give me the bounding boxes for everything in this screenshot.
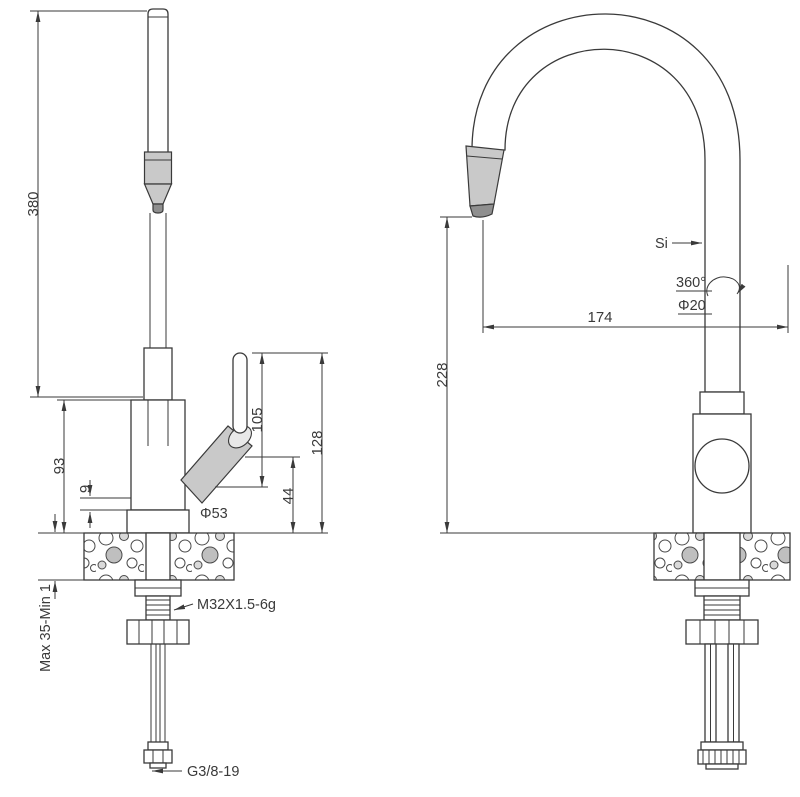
- inlet-tip: [149, 762, 167, 769]
- rotation-label: 360°: [676, 275, 706, 291]
- main-body: [130, 399, 186, 511]
- spout-column: [147, 8, 169, 348]
- spray-head-taper: [143, 183, 173, 205]
- shank-through-deck-side: [703, 532, 741, 581]
- spray-head-grip: [143, 151, 173, 185]
- under-counter-side: [685, 579, 759, 770]
- spout-diameter-label: Φ20: [678, 298, 706, 314]
- spray-nozzle-side: [469, 203, 495, 218]
- handle: [180, 352, 253, 504]
- dimensions-front: 380 93 9 Max 35-Min 1 105 44: [25, 10, 328, 780]
- shank-thread-label: M32X1.5-6g: [197, 597, 276, 613]
- inlet-hex-nut: [143, 749, 173, 764]
- spout-tube: [147, 8, 169, 152]
- mounting-nut-side: [685, 619, 759, 645]
- dim-spout-reach-label: 174: [587, 309, 612, 326]
- dim-body-height-label: 93: [51, 458, 68, 475]
- spray-head-grip-side: [465, 145, 505, 207]
- dim-joint-to-deck-label: 44: [280, 488, 297, 505]
- neck-collar-side: [699, 391, 745, 415]
- dim-base-step-label: 9: [77, 485, 94, 493]
- dimensions-side: 228 174 Si 360° Φ20: [434, 216, 789, 534]
- gooseneck-spout: [471, 13, 741, 393]
- inlet-collar-side: [700, 741, 744, 751]
- inlet-collar: [147, 741, 169, 751]
- front-view: 380 93 9 Max 35-Min 1 105 44: [25, 8, 328, 780]
- inlet-tip-side: [705, 763, 739, 770]
- mounting-nut: [126, 619, 190, 645]
- shank-through-deck: [145, 532, 171, 581]
- faucet-body-front: [126, 347, 190, 534]
- neck-collar: [143, 347, 173, 401]
- spray-head-side: [465, 145, 505, 218]
- si-label: Si: [655, 236, 668, 252]
- base-diameter-label: Φ53: [200, 506, 228, 522]
- countertop-side: [653, 532, 791, 581]
- spray-nozzle: [152, 203, 164, 214]
- dim-total-height-label: 380: [25, 191, 42, 216]
- base-flange: [126, 509, 190, 534]
- handle-pivot-circle: [694, 438, 750, 494]
- dim-handle-top-to-deck-label: 128: [309, 430, 326, 455]
- inlet-thread-label: G3/8-19: [187, 764, 239, 780]
- deck-thickness-label: Max 35-Min 1: [38, 584, 54, 672]
- under-counter-front: [126, 579, 190, 769]
- rotation-arrow: [706, 276, 746, 297]
- dim-handle-height-label: 105: [249, 407, 266, 432]
- side-view: 228 174 Si 360° Φ20: [434, 13, 791, 770]
- spray-head-front: [143, 151, 173, 214]
- dim-spout-height-label: 228: [434, 362, 451, 387]
- handle-lever: [232, 352, 248, 434]
- faucet-body-side: [692, 391, 752, 534]
- countertop-front: [83, 532, 235, 581]
